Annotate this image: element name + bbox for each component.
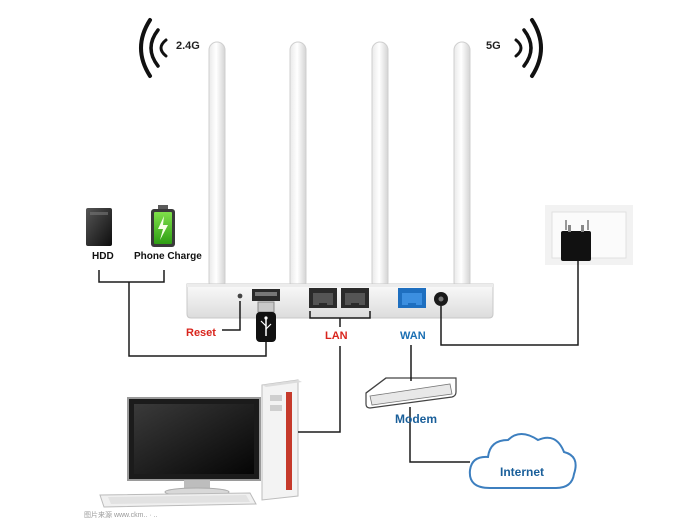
antenna-4: [453, 41, 471, 291]
wire-modem-to-internet: [409, 407, 470, 463]
internet-label: Internet: [500, 465, 545, 479]
lan-port-1[interactable]: [309, 288, 337, 308]
power-adapter-icon: [545, 205, 633, 265]
wan-label: WAN: [400, 330, 426, 342]
keyboard-icon: [99, 492, 257, 508]
wan-port[interactable]: [398, 288, 426, 308]
wire-lan-to-pc: [298, 346, 341, 433]
pc-tower-icon: [261, 379, 302, 501]
wire-power: [440, 261, 579, 346]
modem-icon: [365, 377, 457, 409]
watermark: 图片来源 www.ckm.. · ..: [84, 512, 158, 519]
modem-label: Modem: [395, 412, 437, 426]
antenna-2: [289, 41, 307, 291]
wire-hdd-phone-bracket: [98, 270, 165, 283]
wifi-signal-left-icon: [139, 18, 168, 78]
band-24ghz-label: 2.4G: [176, 40, 200, 52]
phone-charge-label: Phone Charge: [134, 251, 202, 262]
usb-port[interactable]: [252, 289, 280, 301]
power-jack[interactable]: [434, 292, 448, 306]
reset-label: Reset: [186, 327, 216, 339]
usb-plug-icon: [256, 301, 276, 342]
wifi-signal-right-icon: [514, 18, 543, 78]
monitor-icon: [127, 397, 261, 497]
antenna-1: [208, 41, 226, 291]
wire-reset-pointer: [222, 301, 241, 331]
hdd-label: HDD: [92, 251, 114, 262]
reset-hole[interactable]: [237, 293, 243, 299]
wire-devices-to-usb: [128, 282, 267, 357]
cloud-icon: [468, 433, 577, 489]
antenna-3: [371, 41, 389, 291]
battery-icon: [151, 205, 175, 247]
lan-label: LAN: [325, 330, 348, 342]
hdd-icon: [86, 208, 112, 246]
band-5ghz-label: 5G: [486, 40, 501, 52]
connection-wires: [98, 261, 579, 463]
lan-port-2[interactable]: [341, 288, 369, 308]
